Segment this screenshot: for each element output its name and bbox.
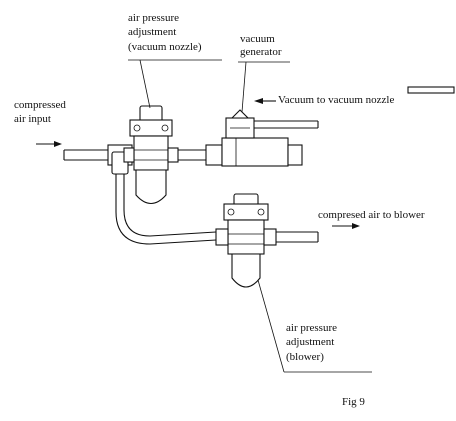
vacuum-output-pipe: [254, 120, 319, 129]
pressure-regulator-vacuum-nozzle: [123, 105, 179, 205]
figure-caption: Fig 9: [342, 396, 365, 408]
pipe-regulator-to-generator: [178, 149, 206, 161]
arrow-air-to-blower: [332, 223, 360, 229]
label-air-to-blower: compresed air to blower: [318, 209, 425, 221]
arrow-compressed-air-input: [36, 141, 62, 147]
blower-output-pipe: [276, 231, 319, 243]
label-vacuum-generator: vacuum generator: [240, 33, 282, 58]
label-pressure-adjustment-vacuum: air pressure adjustment (vacuum nozzle): [128, 12, 202, 53]
vacuum-nozzle-stub: [407, 86, 455, 94]
leader-lines: [128, 59, 372, 373]
inlet-pipe: [63, 149, 108, 161]
arrow-vacuum-to-nozzle: [254, 98, 276, 104]
pressure-regulator-blower: [215, 193, 277, 288]
hose-tee-to-blower-regulator: [115, 174, 217, 245]
label-vacuum-to-nozzle: Vacuum to vacuum nozzle: [278, 94, 394, 106]
label-pressure-adjustment-blower: air pressure adjustment (blower): [286, 322, 340, 363]
label-compressed-air-input: compressed air input: [14, 99, 69, 125]
vacuum-generator: [205, 109, 303, 167]
